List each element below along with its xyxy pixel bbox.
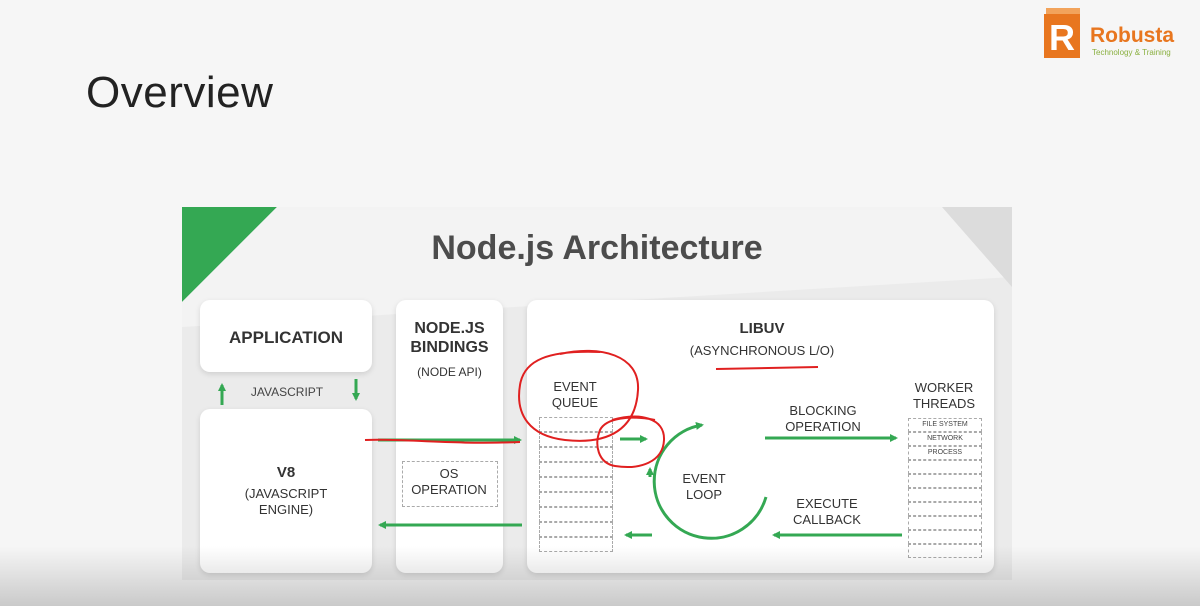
libuv-title: LIBUV [739,320,785,337]
diagram-title: Node.js Architecture [431,229,763,267]
application-box [200,300,372,372]
application-label: APPLICATION [229,328,343,347]
bindings-title: NODE.JS BINDINGS [410,320,489,357]
worker-thread-item: NETWORK [908,432,982,446]
javascript-label: JAVASCRIPT [250,385,324,399]
worker-thread-slot [908,460,982,474]
os-operation-label: OS OPERATION [411,466,487,497]
worker-thread-item: PROCESS [908,446,982,460]
worker-thread-slot [908,516,982,530]
bindings-subtitle: (NODE API) [417,365,482,379]
event-loop-circle [652,422,768,540]
worker-threads-title: WORKER THREADS [912,380,976,411]
nodejs-architecture-diagram: Node.js Architecture APPLICATION JAVASCR… [182,207,1012,580]
event-queue-slot [539,477,613,492]
nodejs-bindings-box [396,300,503,573]
blocking-operation-label: BLOCKING OPERATION [785,403,861,434]
bottom-shade [0,546,1200,606]
worker-thread-slot [908,488,982,502]
libuv-subtitle: (ASYNCHRONOUS L/O) [689,343,835,358]
v8-box [200,409,372,573]
worker-thread-item: FILE SYSTEM [908,418,982,432]
diagram-arrows [218,379,902,540]
execute-callback-label: EXECUTE CALLBACK [793,496,861,527]
robusta-logo: R Robusta Technology & Training [1040,6,1200,64]
os-operation-box [402,461,498,507]
v8-title: V8 [276,464,296,481]
event-loop-label: EVENT LOOP [682,471,726,502]
worker-thread-slot [908,502,982,516]
event-queue-slot [539,522,613,537]
diagram-background [182,207,1012,327]
event-queue-slot [539,462,613,477]
slide-title: Overview [86,68,274,117]
v8-subtitle: (JAVASCRIPT ENGINE) [244,486,328,517]
worker-thread-slot [908,544,982,558]
worker-thread-slot [908,530,982,544]
event-queue-slot [539,492,613,507]
logo-tagline: Technology & Training [1092,48,1171,57]
event-queue-slot [539,537,613,552]
worker-thread-slot [908,474,982,488]
robusta-logo-mark-icon: R [1044,8,1080,58]
logo-name: Robusta [1090,24,1174,47]
event-queue-slot [539,507,613,522]
logo-mark-letter: R [1049,17,1075,58]
